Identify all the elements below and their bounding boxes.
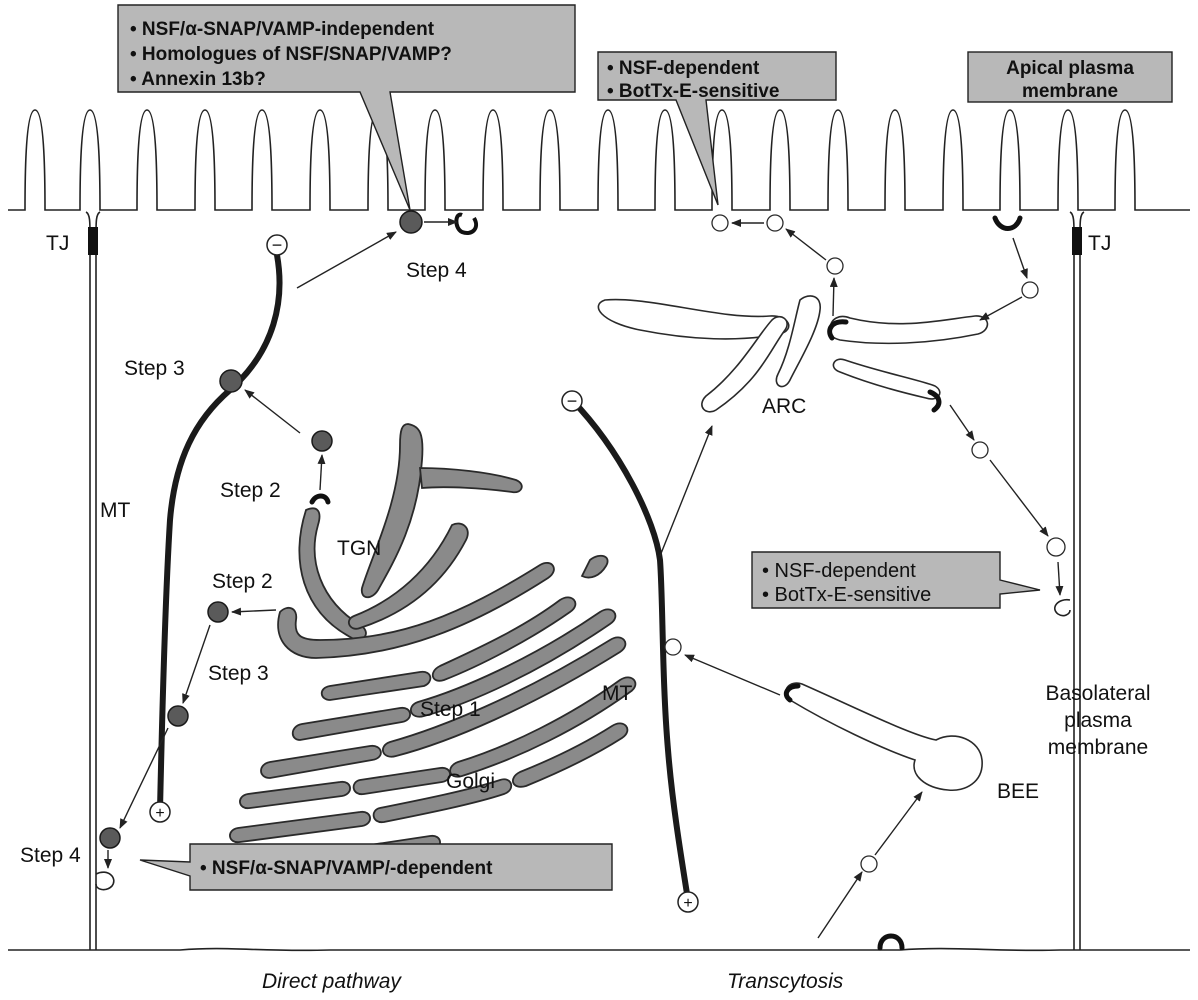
callout-top-middle-line-2: • BotTx-E-sensitive [607,81,779,102]
callout-top-middle-line-1: • NSF-dependent [607,58,760,79]
label-step4-top: Step 4 [406,259,467,282]
vesicle-baso-2 [1047,538,1065,556]
vesicle-transcytosis-2 [861,856,877,872]
coat-basal-pit [880,936,902,948]
minus-end-icon: − [267,235,287,255]
label-step4-bottom: Step 4 [20,844,81,867]
callout-apical-membrane: Apical plasma membrane [968,52,1172,102]
minus-sign-right: − [567,391,578,411]
minus-end-icon: − [562,391,582,411]
label-mt-right: MT [602,682,632,705]
label-basolateral-3: membrane [1048,736,1148,759]
plus-sign-left: + [155,805,164,822]
basolateral-fusion-pit-left [96,872,114,889]
microtubule-left [160,255,280,810]
basolateral-fusion-pit-right [1055,600,1070,616]
vesicle-transcytosis-1 [665,639,681,655]
callout-apical-line-2: membrane [1022,81,1118,102]
plus-end-icon: + [150,802,170,822]
callout-top-middle: • NSF-dependent • BotTx-E-sensitive [598,52,836,205]
vesicle-apical-2 [767,215,783,231]
label-mt-left: MT [100,499,130,522]
callout-top-left-line-2: • Homologues of NSF/SNAP/VAMP? [130,44,452,65]
callout-right-middle-line-1: • NSF-dependent [762,560,916,582]
callout-right-middle-line-2: • BotTx-E-sensitive [762,584,931,606]
apical-membrane-microvilli [8,110,1190,210]
callout-top-left-line-1: • NSF/α-SNAP/VAMP-independent [130,19,435,40]
tgn [278,424,554,658]
plus-sign-right: + [683,895,692,912]
label-basolateral-2: plasma [1064,709,1132,732]
label-bee: BEE [997,780,1039,803]
basal-membrane [8,949,1190,951]
label-step1: Step 1 [420,698,481,721]
label-basolateral-1: Basolateral [1045,682,1150,705]
tight-junction-left [88,227,98,255]
callout-apical-line-1: Apical plasma [1006,58,1134,79]
vesicle-step3-upper [220,370,242,392]
minus-sign-left: − [272,235,283,255]
callout-top-left-line-3: • Annexin 13b? [130,69,266,90]
vesicle-baso-1 [972,442,988,458]
vesicle-step2-upper [312,431,332,451]
vesicle-apical-fusing [400,211,422,233]
callout-top-left: • NSF/α-SNAP/VAMP-independent • Homologu… [118,5,575,210]
coat-apical-pit [995,218,1020,229]
label-direct-pathway: Direct pathway [262,970,402,993]
label-tj-left: TJ [46,232,69,255]
vesicle-apical-1 [712,215,728,231]
vesicle-step2-lower [208,602,228,622]
tight-junction-right [1072,227,1082,255]
callout-bottom-left-line-1: • NSF/α-SNAP/VAMP/-dependent [200,858,493,879]
label-step3-lower: Step 3 [208,662,269,685]
left-lateral-membrane [86,212,90,950]
plus-end-icon: + [678,892,698,912]
right-lateral-membrane [1070,212,1074,950]
coat-tgn [312,496,328,502]
right-lateral-membrane-inner [1080,212,1084,950]
vesicle-apical-3 [827,258,843,274]
label-step3-upper: Step 3 [124,357,185,380]
label-tj-right: TJ [1088,232,1111,255]
coat-arc-right [930,392,939,410]
callout-bottom-left: • NSF/α-SNAP/VAMP/-dependent [140,844,612,890]
label-step2-upper: Step 2 [220,479,281,502]
label-arc: ARC [762,395,806,418]
callout-right-middle: • NSF-dependent • BotTx-E-sensitive [752,552,1040,608]
vesicle-fused-apical [456,215,476,233]
vesicle-step3-lower [168,706,188,726]
label-step2-lower: Step 2 [212,570,273,593]
vesicle-apical-4 [1022,282,1038,298]
label-golgi: Golgi [446,770,495,793]
vesicle-step4-basal [100,828,120,848]
bee [786,683,982,790]
label-tgn: TGN [337,537,381,560]
label-transcytosis: Transcytosis [727,970,844,993]
